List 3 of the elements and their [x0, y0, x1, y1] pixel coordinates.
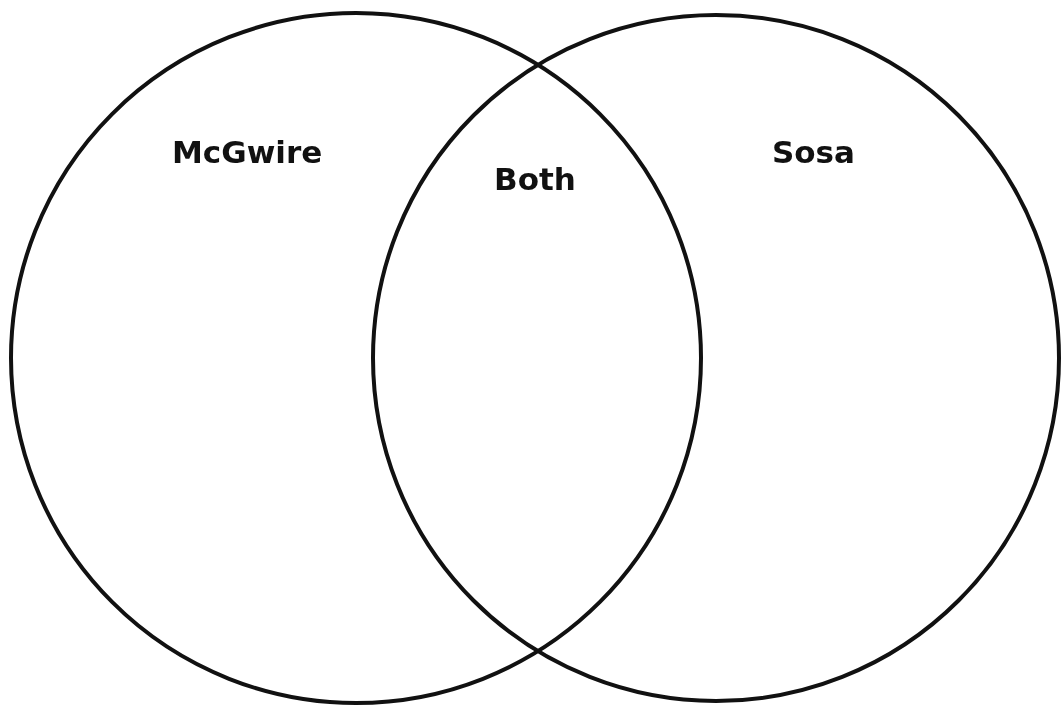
overlap-label: Both — [494, 164, 576, 195]
set-label: Sosa — [772, 137, 855, 168]
set-label: McGwire — [172, 137, 323, 168]
